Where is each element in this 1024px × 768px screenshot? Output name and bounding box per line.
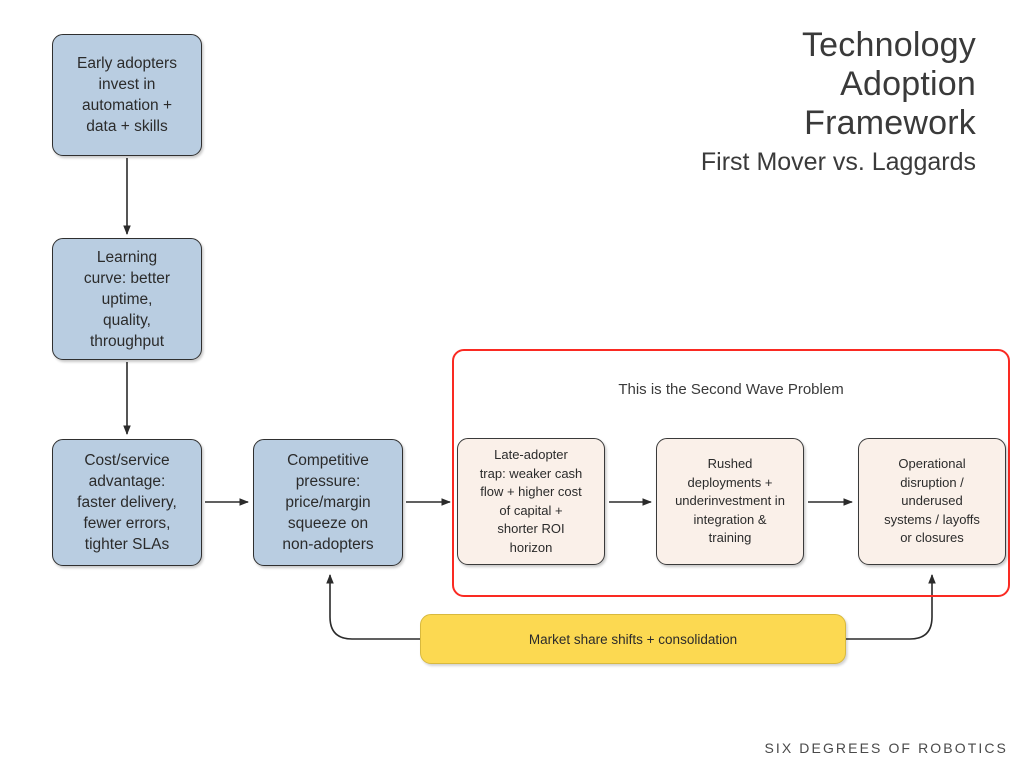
second-wave-group-container [452, 349, 1010, 597]
node-market-share-shifts[interactable]: Market share shifts + consolidation [420, 614, 846, 664]
node-cost-service-advantage-label: Cost/service advantage: faster delivery,… [77, 452, 177, 553]
connector-market-to-pressure [326, 574, 420, 640]
node-learning-curve-label: Learning curve: better uptime, quality, … [83, 248, 171, 350]
node-late-adopter-trap-label: Late-adopter trap: weaker cash flow + hi… [479, 447, 583, 555]
second-wave-group-label: This is the Second Wave Problem [618, 381, 844, 398]
node-competitive-pressure-label: Competitive pressure: price/margin squee… [282, 452, 374, 553]
footer-brand: SIX DEGREES OF ROBOTICS [764, 740, 1008, 756]
node-operational-disruption-label: Operational disruption / underused syste… [884, 456, 980, 546]
page-subtitle: First Mover vs. Laggards [700, 148, 976, 176]
node-rushed-deployments[interactable]: Rushed deployments + underinvestment in … [656, 438, 804, 565]
node-rushed-deployments-label: Rushed deployments + underinvestment in … [675, 456, 785, 546]
node-competitive-pressure[interactable]: Competitive pressure: price/margin squee… [253, 439, 403, 566]
node-operational-disruption[interactable]: Operational disruption / underused syste… [858, 438, 1006, 565]
connector-market-to-ops [846, 574, 936, 640]
title-line-2: Adoption [840, 65, 976, 103]
page-title: Technology Adoption Framework First Move… [506, 26, 976, 178]
title-line-1: Technology [801, 26, 976, 64]
node-early-adopters-label: Early adopters invest in automation + da… [77, 55, 177, 135]
node-learning-curve[interactable]: Learning curve: better uptime, quality, … [52, 238, 202, 360]
node-late-adopter-trap[interactable]: Late-adopter trap: weaker cash flow + hi… [457, 438, 605, 565]
node-early-adopters[interactable]: Early adopters invest in automation + da… [52, 34, 202, 156]
node-cost-service-advantage[interactable]: Cost/service advantage: faster delivery,… [52, 439, 202, 566]
node-market-share-shifts-label: Market share shifts + consolidation [528, 631, 738, 647]
title-line-3: Framework [804, 104, 976, 142]
